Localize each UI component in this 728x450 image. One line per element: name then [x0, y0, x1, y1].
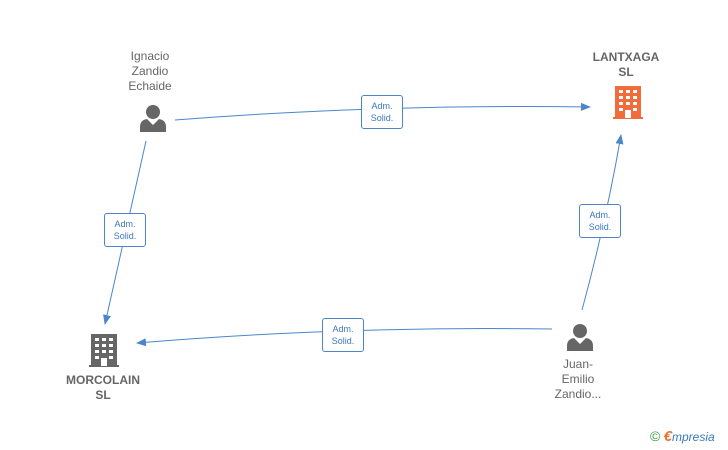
brand-text: mpresia	[672, 430, 715, 444]
person-icon[interactable]	[567, 324, 593, 351]
person-icon[interactable]	[140, 105, 166, 132]
node-label-line: Echaide	[128, 79, 172, 93]
empresia-logo: © €mpresia	[650, 428, 715, 448]
edge-label-juan-morcolain[interactable]: Adm. Solid.	[322, 318, 364, 352]
edge-label-line: Adm.	[371, 101, 393, 111]
node-label-line: SL	[618, 65, 634, 79]
node-label-line: Emilio	[561, 372, 595, 386]
node-label-line: MORCOLAIN	[66, 373, 140, 387]
edge-label-line: Adm.	[589, 210, 611, 220]
node-label-line: SL	[95, 388, 111, 402]
edge-label-line: Adm.	[114, 219, 136, 229]
building-icon[interactable]	[613, 86, 643, 119]
node-label-line: Juan-	[562, 357, 594, 371]
building-icon[interactable]	[89, 334, 119, 367]
node-label-line: Zandio	[131, 64, 169, 78]
edge-label-line: Solid.	[113, 231, 137, 241]
edge-label-line: Adm.	[332, 324, 354, 334]
node-label-juan[interactable]: Juan- Emilio Zandio...	[538, 357, 618, 402]
edge-label-ignacio-lantxaga[interactable]: Adm. Solid.	[361, 95, 403, 129]
edge-label-line: Solid.	[588, 222, 612, 232]
edge-label-juan-lantxaga[interactable]: Adm. Solid.	[579, 204, 621, 238]
node-label-morcolain[interactable]: MORCOLAIN SL	[55, 373, 151, 403]
node-label-ignacio[interactable]: Ignacio Zandio Echaide	[110, 49, 190, 94]
edge-label-line: Solid.	[331, 336, 355, 346]
node-label-line: Zandio...	[554, 387, 602, 401]
edge-label-line: Solid.	[370, 113, 394, 123]
node-label-lantxaga[interactable]: LANTXAGA SL	[578, 50, 674, 80]
copyright-icon: ©	[650, 428, 661, 444]
brand-e: €	[663, 428, 673, 445]
edge-label-ignacio-morcolain[interactable]: Adm. Solid.	[104, 213, 146, 247]
node-label-line: LANTXAGA	[592, 50, 660, 64]
node-label-line: Ignacio	[130, 49, 170, 63]
